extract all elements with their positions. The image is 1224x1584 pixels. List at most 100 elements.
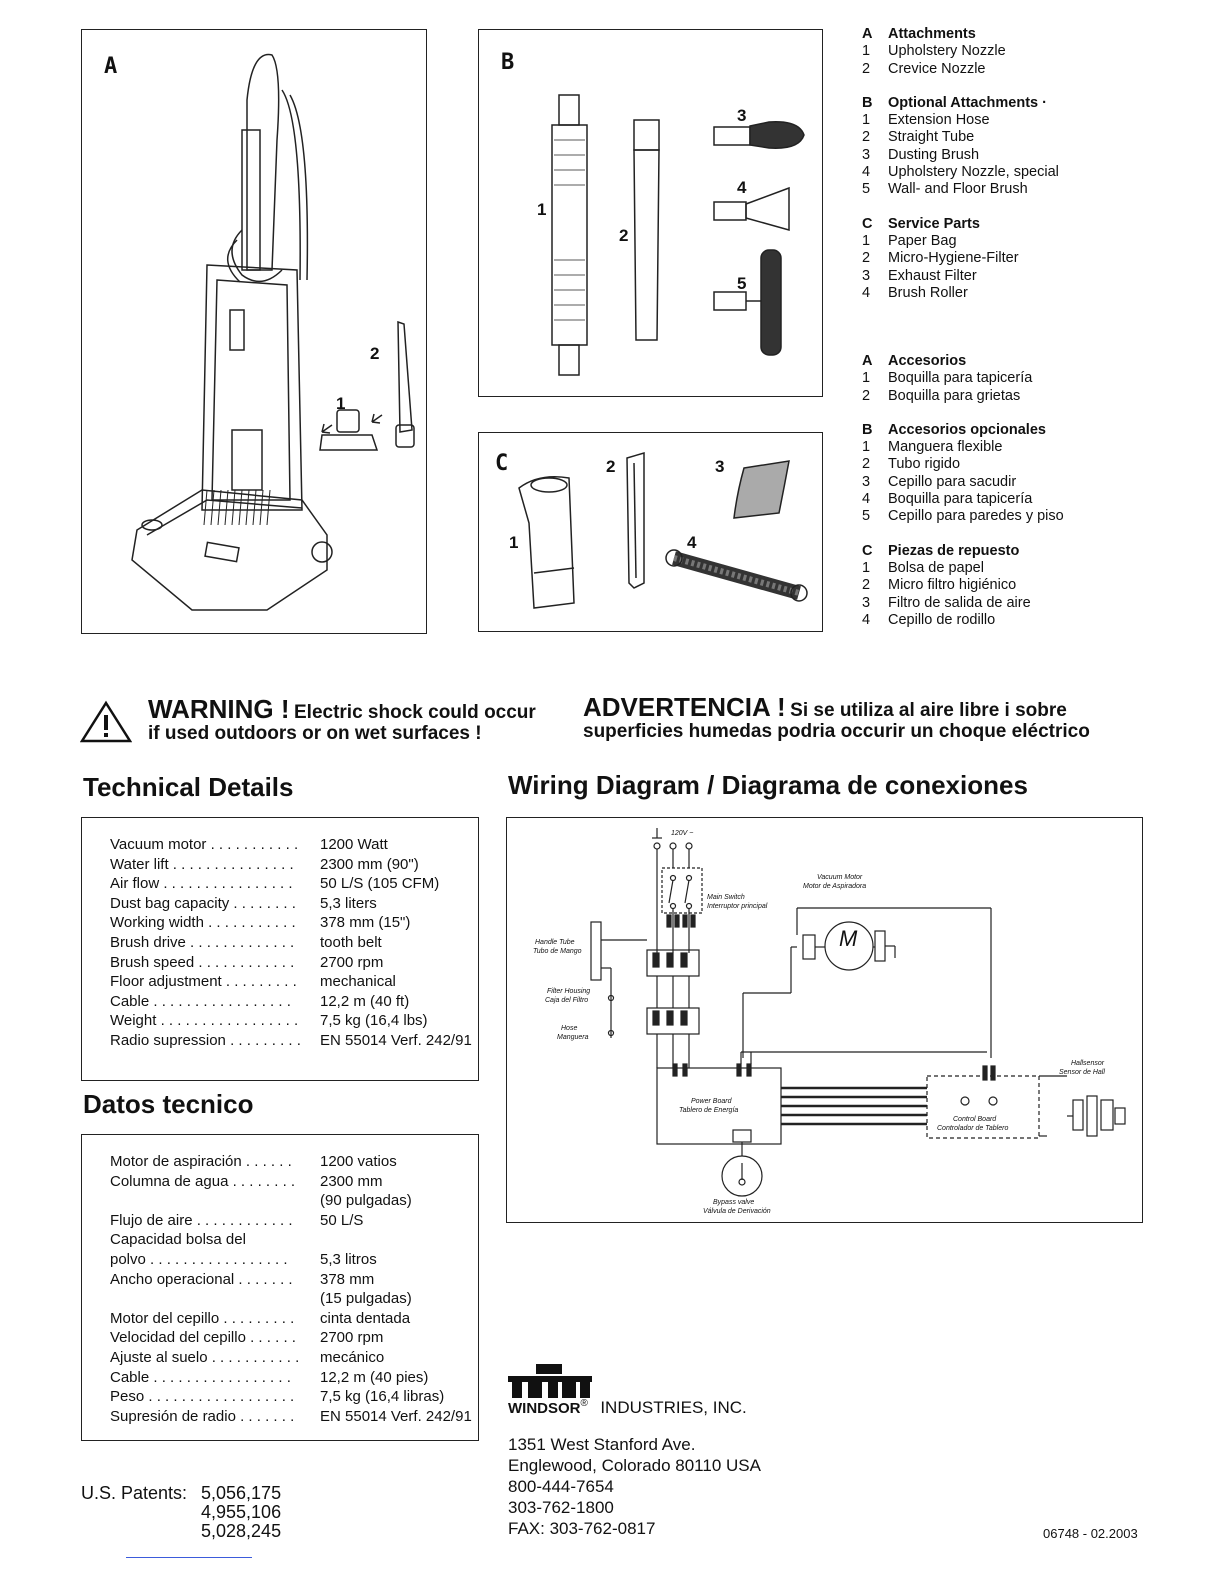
- legend-key: B: [862, 94, 873, 111]
- callout-b-1: 1: [537, 200, 547, 219]
- spec-name: Dust bag capacity . . . . . . . .: [110, 894, 296, 912]
- legend-item-label: Dusting Brush: [888, 146, 980, 163]
- spec-row: Water lift . . . . . . . . . . . . . . .…: [110, 856, 472, 876]
- company-address: 1351 West Stanford Ave. Englewood, Colora…: [508, 1434, 761, 1539]
- legend-item-label: Boquilla para tapicería: [888, 491, 1033, 508]
- spec-name: Motor de aspiración . . . . . .: [110, 1153, 292, 1170]
- spec-value: 2300 mm (90"): [320, 855, 419, 873]
- control-board-label-es: Controlador de Tablero: [937, 1125, 1009, 1132]
- advertencia-line2: superficies humedas podria occurir un ch…: [583, 721, 1090, 742]
- panel-letter: C: [495, 451, 509, 476]
- spec-name: Ancho operacional . . . . . . .: [110, 1270, 293, 1288]
- spec-value: mecánico: [320, 1348, 385, 1366]
- vacuum-motor-label: Vacuum Motor: [817, 874, 863, 881]
- legend-title: Accesorios: [888, 353, 967, 369]
- spec-name: Ajuste al suelo . . . . . . . . . . .: [110, 1348, 300, 1366]
- power-board-label: Power Board: [691, 1098, 732, 1105]
- spec-row: Motor del cepillo . . . . . . . . .cinta…: [110, 1310, 472, 1330]
- legend-item-label: Exhaust Filter: [888, 267, 977, 284]
- patents-label: U.S. Patents:: [81, 1483, 188, 1503]
- spec-name: Floor adjustment . . . . . . . . .: [110, 973, 297, 991]
- spec-name: Flujo de aire . . . . . . . . . . . .: [110, 1211, 293, 1229]
- legend-item-number: 3: [862, 594, 871, 611]
- callout-b-3: 3: [737, 106, 747, 125]
- legend-item-label: Filtro de salida de aire: [888, 594, 1031, 611]
- legend-item-label: Cepillo para sacudir: [888, 473, 1017, 490]
- blue-rule: [126, 1557, 252, 1558]
- vacuum-motor-label-es: Motor de Aspiradora: [803, 883, 867, 890]
- legend-item-label: Brush Roller: [888, 284, 968, 301]
- legend-item-number: 4: [862, 611, 871, 628]
- handle-tube-label: Handle Tube: [535, 939, 575, 946]
- advertencia-line1: Si se utiliza al aire libre i sobre: [790, 700, 1067, 721]
- callout-b-5: 5: [737, 274, 747, 293]
- spec-name: Air flow . . . . . . . . . . . . . . . .: [110, 875, 293, 893]
- legend-item: 3 Filtro de salida de aire: [862, 595, 1064, 612]
- spec-name: [110, 1192, 320, 1212]
- legend-item-number: 4: [862, 491, 871, 508]
- datos-tecnico-heading: Datos tecnico: [83, 1089, 254, 1119]
- spec-value: 7,5 kg (16,4 lbs): [320, 1012, 428, 1030]
- callout-b-2: 2: [619, 226, 629, 245]
- spec-name: Radio supression . . . . . . . . .: [110, 1031, 301, 1049]
- spec-value: 2700 rpm: [320, 953, 384, 971]
- panel-c-service-parts: C 1 2 3 4: [478, 432, 823, 632]
- advertencia-title: ADVERTENCIA !: [583, 692, 786, 722]
- wiring-schematic: [590, 828, 1126, 1197]
- spec-value: 1200 Watt: [320, 836, 388, 853]
- hallsensor-label: Hallsensor: [1071, 1060, 1105, 1067]
- motor-symbol: M: [839, 926, 858, 951]
- legend-item-label: Upholstery Nozzle, special: [888, 164, 1059, 181]
- technical-details-box: [81, 817, 479, 1081]
- legend-item-number: 5: [862, 181, 871, 198]
- legend-item-number: 1: [862, 43, 871, 60]
- legend-item-label: Crevice Nozzle: [888, 60, 986, 77]
- spec-name: Working width . . . . . . . . . . .: [110, 914, 296, 932]
- legend-item-number: 1: [862, 232, 871, 249]
- optional-attachments-illustration: [551, 94, 805, 376]
- spec-row: Cable . . . . . . . . . . . . . . . . .1…: [110, 993, 472, 1013]
- spec-row: Brush drive . . . . . . . . . . . . .too…: [110, 934, 472, 954]
- wiring-diagram-heading: Wiring Diagram / Diagrama de conexiones: [508, 770, 1028, 800]
- address-line: 1351 West Stanford Ave.: [508, 1435, 696, 1454]
- spec-row: Air flow . . . . . . . . . . . . . . . .…: [110, 875, 472, 895]
- voltage-label: 120V ~: [671, 830, 694, 837]
- warning-line2: if used outdoors or on wet surfaces !: [148, 723, 482, 744]
- spec-value: cinta dentada: [320, 1309, 411, 1327]
- legend-item-number: 2: [862, 577, 871, 594]
- upright-vacuum-illustration: [131, 53, 415, 611]
- spec-row: Working width . . . . . . . . . . .378 m…: [110, 914, 472, 934]
- legend-item-label: Boquilla para grietas: [888, 387, 1021, 404]
- address-line: 800-444-7654: [508, 1477, 614, 1496]
- windsor-logo-icon: [508, 1364, 592, 1398]
- spec-row: Brush speed . . . . . . . . . . . .2700 …: [110, 954, 472, 974]
- callout-a-2: 2: [370, 344, 380, 363]
- registered-mark: ®: [580, 1398, 588, 1409]
- address-line: Englewood, Colorado 80110 USA: [508, 1456, 761, 1475]
- spec-name: Brush drive . . . . . . . . . . . . .: [110, 933, 295, 951]
- legend-item-label: Cepillo para paredes y piso: [888, 508, 1064, 525]
- spec-name: Capacidad bolsa del: [110, 1231, 246, 1249]
- spec-value: 5,3 liters: [320, 894, 377, 912]
- address-line: 303-762-1800: [508, 1498, 614, 1517]
- spec-row: Flujo de aire . . . . . . . . . . . .50 …: [110, 1212, 472, 1232]
- spec-value: 2300 mm: [320, 1172, 383, 1190]
- spec-row: Columna de agua . . . . . . . .2300 mm: [110, 1173, 472, 1193]
- spec-value: 7,5 kg (16,4 libras): [320, 1388, 445, 1406]
- warning-spanish: ADVERTENCIA ! Si se utiliza al aire libr…: [583, 692, 1143, 743]
- legend-item-number: 1: [862, 112, 871, 129]
- legend-item-number: 5: [862, 508, 871, 525]
- spec-row: Capacidad bolsa del: [110, 1231, 472, 1251]
- spec-row: (15 pulgadas): [110, 1290, 472, 1310]
- spec-value: EN 55014 Verf. 242/91: [320, 1407, 472, 1425]
- spec-name: Water lift . . . . . . . . . . . . . . .: [110, 855, 294, 873]
